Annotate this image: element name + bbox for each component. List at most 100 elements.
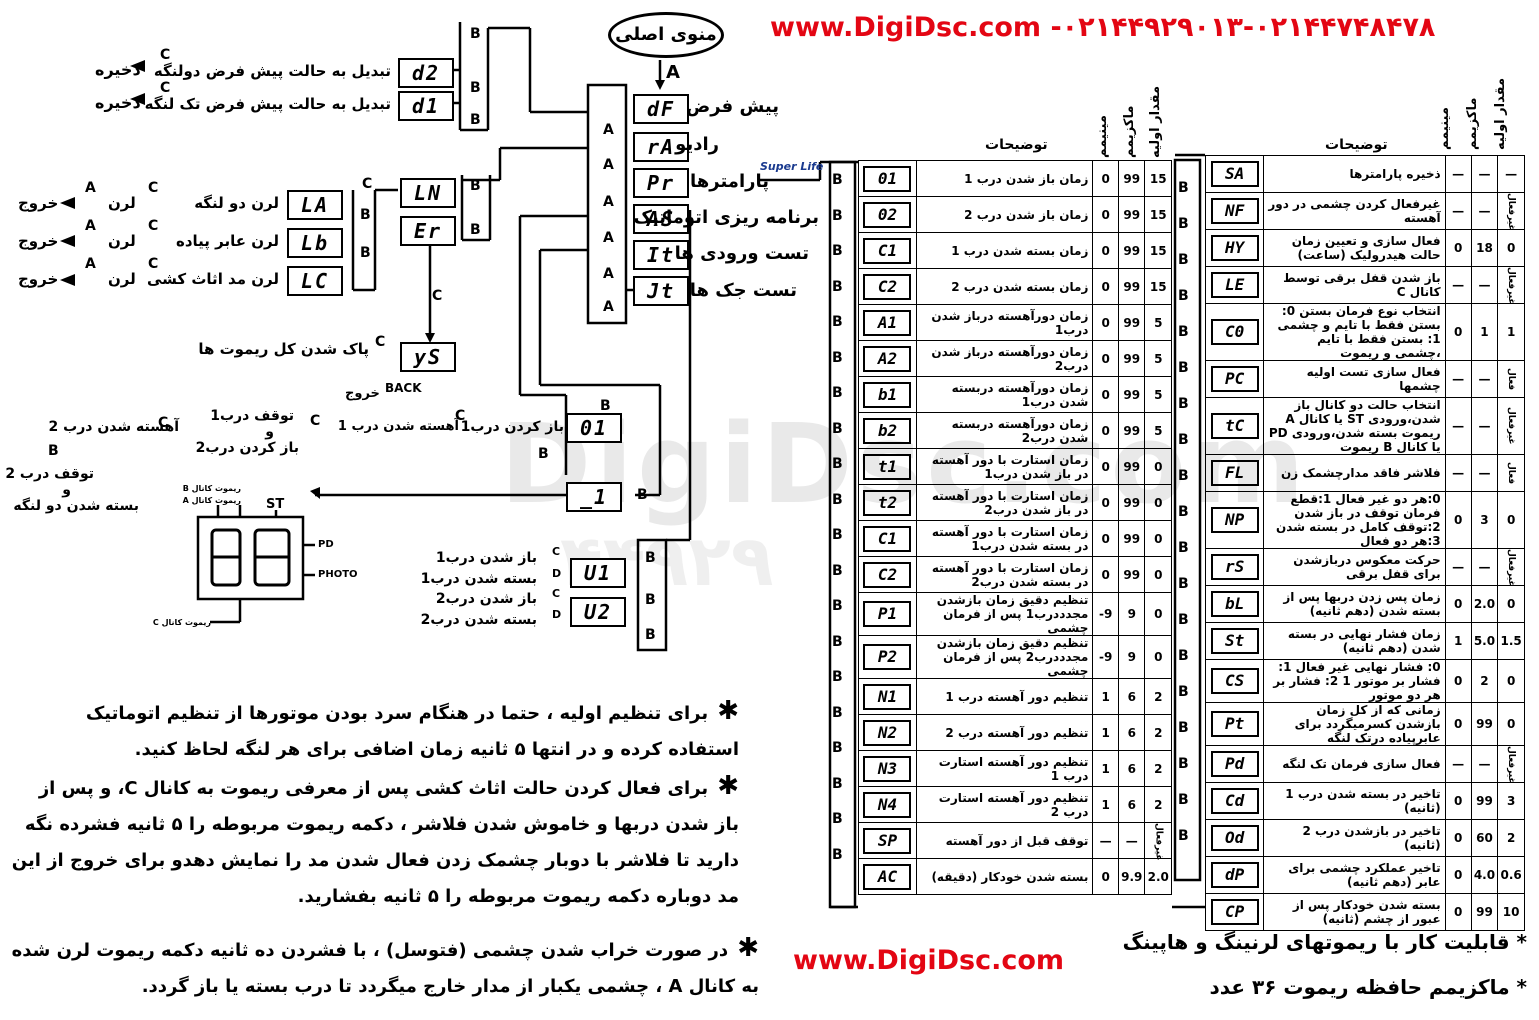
right-table-cell-min: 0 bbox=[1444, 819, 1472, 857]
menu-label-auto: برنامه ریزی اتوماتیک bbox=[633, 207, 819, 228]
letter-c: C bbox=[310, 413, 321, 429]
left-table-cell-desc: تنظیم دور آهسته استارت درب 2 bbox=[915, 786, 1094, 823]
left-table-cell-code: C1 bbox=[858, 232, 917, 269]
letter-b: B bbox=[832, 562, 843, 579]
right-table-cell-init: غیرفعال bbox=[1497, 745, 1525, 784]
left-table-cell-init: 5 bbox=[1144, 376, 1172, 413]
menu-letter-a: A bbox=[603, 194, 614, 210]
auto-code-01: 01 bbox=[566, 413, 622, 443]
right-table-cell-max: 2.0 bbox=[1470, 585, 1499, 623]
menu-label-parameters: پارامترها bbox=[690, 171, 769, 192]
erase-code-ys: yS bbox=[400, 342, 456, 372]
letter-b: B bbox=[470, 26, 481, 42]
right-table-code-display: CP bbox=[1210, 899, 1259, 925]
left-table-cell-init: 2.0 bbox=[1144, 858, 1172, 895]
right-table-cell-min: — bbox=[1444, 397, 1472, 455]
default-save-1: ذخیره bbox=[95, 60, 141, 79]
left-table-cell-max: 9 bbox=[1117, 592, 1146, 636]
left-table-cell-desc: زمان دورآهسته درباز شدن درب2 bbox=[915, 340, 1094, 377]
learn-label-lc: لرن مد اثاث کشی bbox=[146, 270, 279, 288]
left-table-cell-min: 0 bbox=[1092, 304, 1119, 341]
left-table-cell-desc: تنظیم دقیق زمان بازشدن مجدددرب2 پس از فر… bbox=[915, 635, 1094, 679]
menu-label-radio: رادیو bbox=[675, 134, 719, 155]
right-table-cell-code: NP bbox=[1204, 491, 1265, 549]
letter-b: B bbox=[645, 627, 656, 643]
right-table-cell-desc: 0: فشار نهایی غیر فعال 1: فشار بر موتور … bbox=[1263, 659, 1446, 703]
menu-letter-a: A bbox=[603, 157, 614, 173]
right-table-cell-code: HY bbox=[1204, 229, 1265, 267]
menu-letter-a: A bbox=[603, 230, 614, 246]
right-table-cell-init: 0 bbox=[1497, 659, 1525, 703]
letter-b: B bbox=[1178, 288, 1189, 304]
right-table-cell-min: 0 bbox=[1444, 702, 1472, 746]
letter-b: B bbox=[637, 487, 648, 503]
left-table-code-display: P1 bbox=[863, 601, 912, 627]
left-table-cell-max: 6 bbox=[1117, 714, 1146, 751]
right-table-cell-init: 10 bbox=[1497, 893, 1525, 931]
super-life-logo: Super Life bbox=[760, 160, 824, 173]
letter-b: B bbox=[1178, 432, 1189, 448]
letter-b: B bbox=[832, 598, 843, 614]
right-table-cell-desc: فلاشر فاقد مدارچشمک زن bbox=[1263, 454, 1446, 492]
right-table-cell-max: 1 bbox=[1470, 303, 1499, 361]
left-table-code-display: C1 bbox=[863, 237, 912, 264]
left-table-cell-max: 99 bbox=[1117, 412, 1146, 449]
left-table-cell-max: 9.9 bbox=[1117, 858, 1146, 895]
left-table-cell-init: 0 bbox=[1144, 520, 1172, 557]
menu-code-ra: rA bbox=[633, 132, 689, 162]
right-table-cell-code: C0 bbox=[1204, 303, 1265, 361]
left-table-code-display: 01 bbox=[863, 165, 912, 192]
letter-b: B bbox=[470, 80, 481, 96]
right-table-cell-max: — bbox=[1470, 155, 1499, 193]
erase-label: پاک شدن کل ریموت ها bbox=[198, 340, 369, 358]
auto-close-both: بسته شدن دو لنگه bbox=[13, 498, 139, 514]
right-table-header-init: مقدار اولیه bbox=[1493, 78, 1508, 150]
left-table-cell-code: P1 bbox=[858, 592, 917, 636]
left-table-cell-code: 01 bbox=[858, 160, 917, 197]
default-code-d2: d2 bbox=[398, 58, 454, 88]
right-table-cell-max: — bbox=[1470, 745, 1499, 783]
right-table-cell-desc: تاخیر عملکرد چشمی برای عابر (دهم ثانیه) bbox=[1263, 856, 1446, 894]
right-table-cell-desc: فعال سازی فرمان تک لنگه bbox=[1263, 745, 1446, 783]
right-table-cell-min: — bbox=[1444, 266, 1472, 304]
learn-action-3: لرن bbox=[108, 270, 136, 288]
left-table-cell-max: 6 bbox=[1117, 678, 1146, 715]
left-table-cell-desc: زمان استارت با دور آهسته در بسته شدن درب… bbox=[915, 556, 1094, 593]
left-table-cell-min: 0 bbox=[1092, 556, 1119, 593]
letter-b: B bbox=[1178, 396, 1189, 412]
right-table-cell-desc: انتخاب حالت دو کانال باز شدن،ورودی ST یا… bbox=[1263, 397, 1446, 455]
letter-c: C bbox=[552, 545, 561, 558]
learn-code-lc: LC bbox=[287, 266, 343, 296]
left-table-cell-min: 0 bbox=[1092, 376, 1119, 413]
left-table-cell-desc: تنظیم دقیق زمان بازشدن مجدددرب1 پس از فر… bbox=[915, 592, 1094, 636]
left-table-code-display: N3 bbox=[863, 755, 912, 782]
letter-b: B bbox=[1178, 504, 1189, 520]
right-table-cell-code: tC bbox=[1204, 397, 1265, 455]
letter-b: B bbox=[1178, 468, 1189, 484]
jack-close-door1: بسته شدن درب1 bbox=[420, 571, 537, 587]
left-table-cell-max: 9 bbox=[1117, 635, 1146, 679]
auto-and-1: و bbox=[265, 424, 274, 440]
left-table-cell-code: N2 bbox=[858, 714, 917, 751]
left-table-cell-code: AC bbox=[858, 858, 917, 895]
right-table-cell-desc: زمان پس زدن دربها پس از بسته شدن (دهم ثا… bbox=[1263, 585, 1446, 623]
letter-b: B bbox=[832, 740, 843, 756]
left-table-cell-desc: زمان استارت با دور آهسته در بسته شدن درب… bbox=[915, 520, 1094, 557]
right-table-cell-desc: ذخیره پارامترها bbox=[1263, 155, 1446, 193]
left-table-header-max: ماکزیمم bbox=[1122, 105, 1137, 158]
letter-b: B bbox=[832, 278, 843, 295]
letter-b: B bbox=[645, 592, 656, 608]
left-table-code-display: b1 bbox=[863, 381, 912, 408]
right-table-cell-code: dP bbox=[1204, 856, 1265, 894]
right-table-cell-init: غیرفعال bbox=[1497, 548, 1525, 587]
jack-open-door1: باز شدن درب1 bbox=[435, 550, 537, 566]
letter-b: B bbox=[832, 207, 843, 224]
